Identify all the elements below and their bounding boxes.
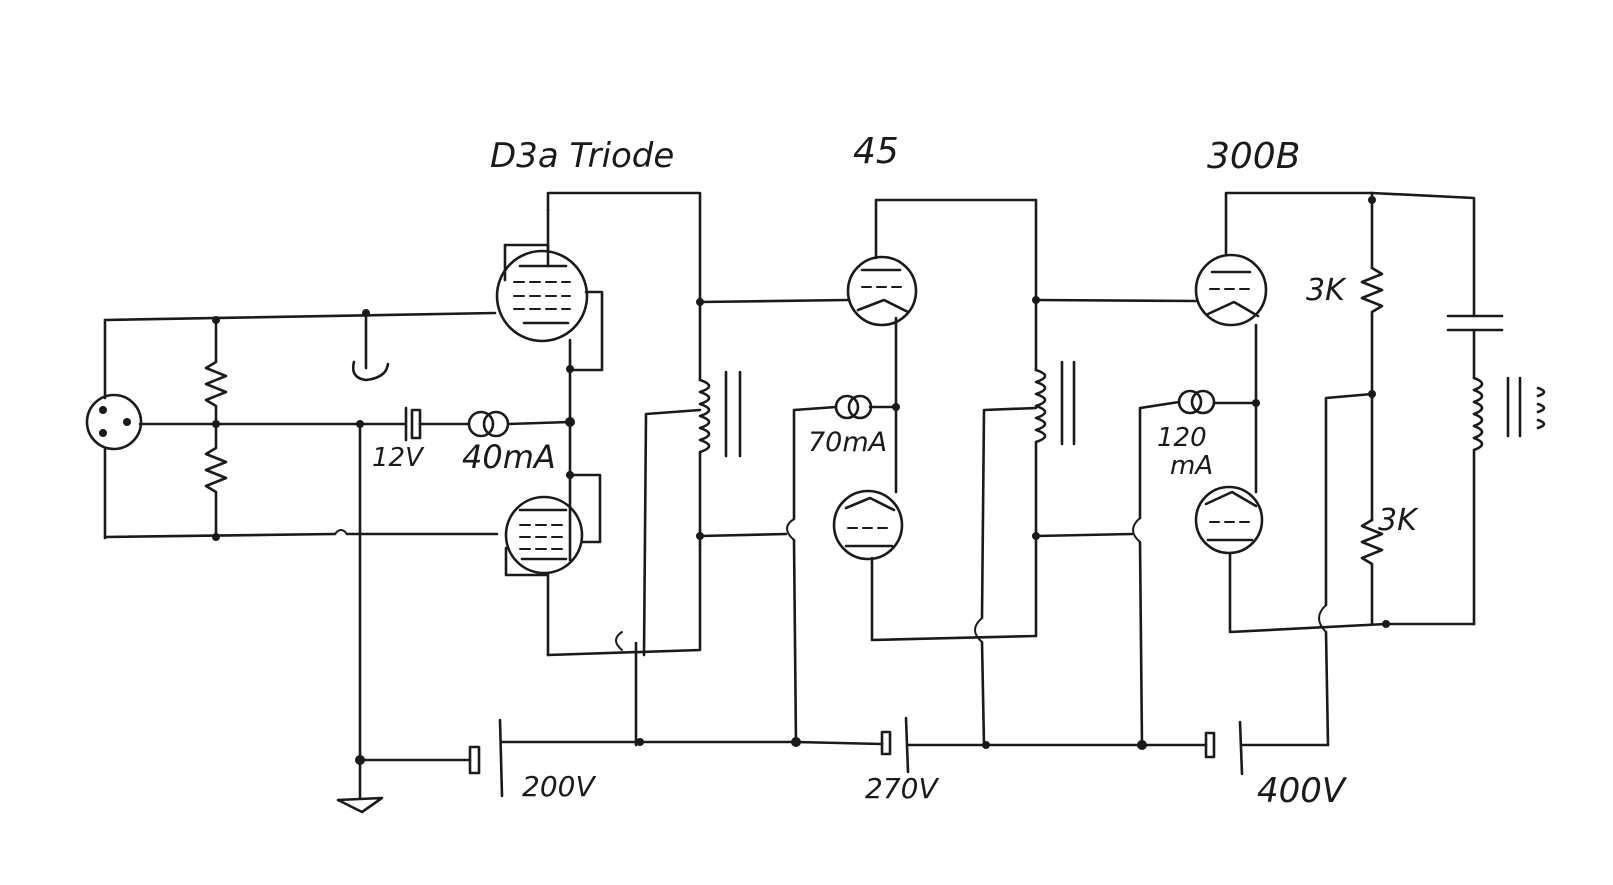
current-label-120: 120 bbox=[1157, 423, 1207, 453]
supply-cell-3-plate-a bbox=[1238, 720, 1244, 776]
current-label-ma: mA bbox=[1170, 451, 1213, 481]
output-transformer-primary bbox=[1472, 376, 1484, 626]
current-source-2-icon bbox=[834, 394, 873, 420]
300b-tube-upper bbox=[1194, 253, 1268, 327]
supply-cell-1-plate-a bbox=[498, 718, 504, 798]
input-connector bbox=[85, 393, 143, 451]
plate-return-d3a bbox=[546, 543, 702, 657]
current-source-1-icon bbox=[467, 410, 510, 438]
supply-cell-3-plate-b bbox=[1204, 731, 1216, 759]
300b-tube-lower bbox=[1194, 485, 1264, 555]
transformer-1-core bbox=[724, 370, 742, 458]
output-resistor-top bbox=[1360, 266, 1384, 522]
output-coupling-capacitor bbox=[1446, 314, 1504, 332]
supply-cell-1-plate-b bbox=[468, 745, 481, 775]
d3a-tube-lower bbox=[504, 495, 584, 575]
plate-return-300b bbox=[1228, 551, 1388, 634]
output-resistor-bottom bbox=[1360, 518, 1384, 626]
supply-cell-2-plate-b bbox=[880, 730, 892, 756]
resistor-label-bottom: 3K bbox=[1378, 503, 1419, 538]
current-label-40ma: 40mA bbox=[462, 438, 556, 476]
interstage-transformer-2 bbox=[1034, 368, 1047, 538]
supply-label-270v: 270V bbox=[865, 772, 939, 805]
bias-voltage-label: 12V bbox=[372, 443, 425, 473]
input-resistor-top bbox=[204, 318, 228, 426]
plate-wire-45 bbox=[874, 198, 1038, 302]
current-source-3-icon bbox=[1177, 389, 1216, 415]
speaker-coil-icon bbox=[1536, 386, 1546, 430]
resistor-label-top: 3K bbox=[1306, 273, 1347, 308]
tube-label-45: 45 bbox=[853, 131, 899, 172]
supply-label-200v: 200V bbox=[522, 770, 596, 803]
input-resistor-bottom bbox=[204, 422, 228, 539]
45-tube-lower bbox=[832, 489, 904, 561]
output-transformer-core bbox=[1506, 376, 1522, 438]
plate-wire-300b bbox=[1224, 191, 1374, 257]
filament-icon bbox=[351, 360, 390, 382]
interstage-transformer-1 bbox=[698, 378, 711, 547]
tube-label-d3a: D3a Triode bbox=[490, 136, 674, 176]
45-tube-upper bbox=[846, 255, 918, 327]
plate-return-45 bbox=[870, 534, 1038, 642]
tube-label-300b: 300B bbox=[1207, 136, 1300, 177]
input-rail-top bbox=[103, 311, 497, 322]
supply-label-400v: 400V bbox=[1257, 771, 1348, 811]
d3a-tube-upper bbox=[495, 249, 589, 343]
plate-wire-d3a bbox=[546, 191, 702, 310]
current-label-70ma: 70mA bbox=[808, 427, 887, 458]
transformer-2-core bbox=[1060, 360, 1076, 446]
ground-icon bbox=[336, 796, 384, 814]
wire-crossover bbox=[334, 529, 348, 535]
input-rail-bottom bbox=[103, 532, 499, 539]
